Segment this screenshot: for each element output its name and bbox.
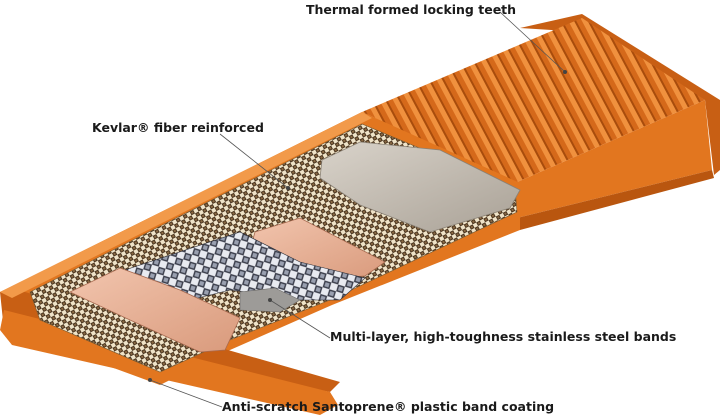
leader-coating xyxy=(149,379,223,408)
leader-dot-coating xyxy=(148,378,152,382)
leader-steel xyxy=(269,299,331,339)
band-top-surface-right xyxy=(362,18,705,183)
label-kevlar-fiber: Kevlar® fiber reinforced xyxy=(92,120,264,135)
leader-dot-kevlar xyxy=(286,186,290,190)
leader-teeth xyxy=(499,11,566,73)
copper-band-lower xyxy=(69,267,241,353)
leader-kevlar xyxy=(219,133,289,189)
label-locking-teeth: Thermal formed locking teeth xyxy=(306,2,517,17)
leader-lines xyxy=(149,11,566,408)
label-steel-bands: Multi-layer, high-toughness stainless st… xyxy=(330,329,677,344)
label-plastic-coating: Anti-scratch Santoprene® plastic band co… xyxy=(222,399,555,414)
band-right-end xyxy=(515,100,712,218)
band-right-end-shade xyxy=(517,170,714,230)
leader-dots xyxy=(148,70,567,382)
band-left-rim xyxy=(0,112,372,298)
gray-steel-band-upper xyxy=(319,141,521,233)
leader-dot-steel xyxy=(268,298,272,302)
leader-dot-teeth xyxy=(563,70,567,74)
